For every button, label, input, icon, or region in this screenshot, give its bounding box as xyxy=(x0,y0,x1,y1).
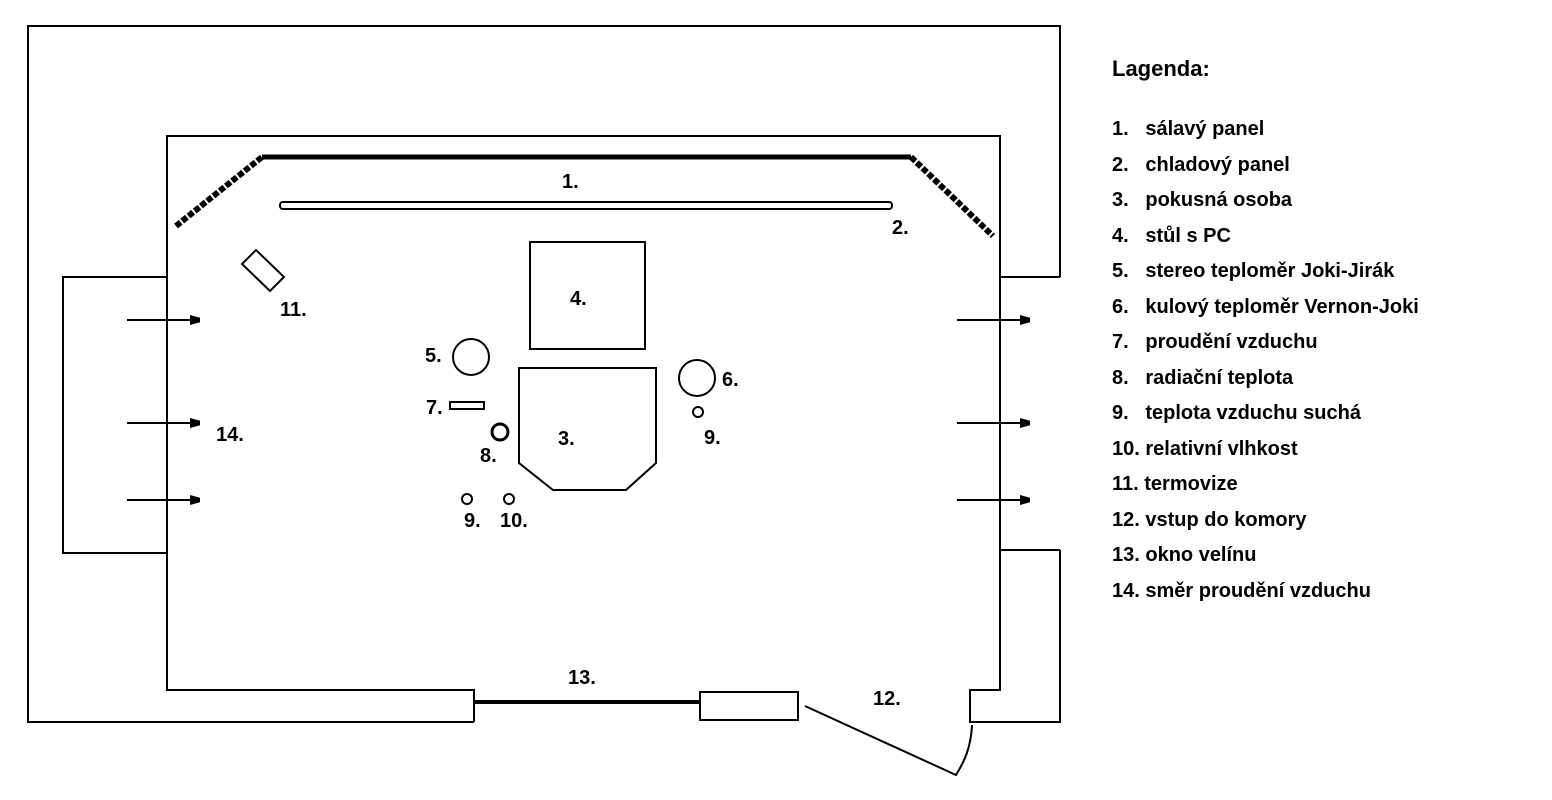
label-1: 1. xyxy=(562,171,579,193)
legend-item: 13. okno velínu xyxy=(1112,544,1257,566)
label-2: 2. xyxy=(892,217,909,239)
right-duct xyxy=(1000,276,1060,551)
table-with-pc xyxy=(529,241,646,350)
legend-item: 6. kulový teploměr Vernon-Joki xyxy=(1112,295,1419,318)
label-6: 6. xyxy=(722,369,739,391)
legend-list: 1. sálavý panel 2. chladový panel 3. pokus… xyxy=(1112,112,1542,609)
radiant-panel-right-wing xyxy=(908,154,996,239)
legend-item: 12. vstup do komory xyxy=(1112,508,1307,531)
outer-wall-bottom-right xyxy=(1016,550,1061,723)
chamber-wall xyxy=(166,135,1016,723)
label-7: 7. xyxy=(426,397,443,419)
air-flow-sensor xyxy=(449,401,485,410)
legend-item: 3. pokusná osoba xyxy=(1112,189,1293,211)
radiant-panel-left-wing xyxy=(174,154,264,229)
cooling-panel xyxy=(279,201,893,210)
humidity-sensor xyxy=(503,493,515,505)
radiant-temperature-sensor xyxy=(490,422,510,442)
globe-thermometer xyxy=(678,359,716,397)
legend-title: Lagenda: xyxy=(1112,56,1210,81)
legend-item: 2. chladový panel xyxy=(1112,153,1290,176)
label-4: 4. xyxy=(570,288,587,310)
test-person xyxy=(518,367,657,491)
left-duct xyxy=(62,276,167,554)
label-9a: 9. xyxy=(704,427,721,449)
legend: Lagenda: 1. sálavý panel 2. chladový pane… xyxy=(1112,56,1542,609)
label-11: 11. xyxy=(280,299,307,321)
dry-air-temperature-sensor-2 xyxy=(461,493,473,505)
legend-item: 8. radiační teplota xyxy=(1112,366,1294,389)
legend-item: 11. termovize xyxy=(1112,473,1238,495)
outer-wall xyxy=(27,25,1061,723)
label-10: 10. xyxy=(500,510,528,532)
legend-item: 9. teplota vzduchu suchá xyxy=(1112,402,1361,424)
stereo-thermometer xyxy=(452,338,490,376)
legend-item: 7. proudění vzduchu xyxy=(1112,331,1318,353)
label-12: 12. xyxy=(873,688,901,710)
entrance-door xyxy=(804,705,973,777)
label-14: 14. xyxy=(216,424,244,446)
label-5: 5. xyxy=(425,345,442,367)
dry-air-temperature-sensor xyxy=(692,406,704,418)
label-13: 13. xyxy=(568,667,596,689)
door-frame xyxy=(699,691,799,721)
label-8: 8. xyxy=(480,445,497,467)
thermal-camera xyxy=(240,248,286,293)
legend-item: 14. směr proudění vzduchu xyxy=(1112,579,1371,602)
label-9b: 9. xyxy=(464,510,481,532)
legend-item: 5. stereo teploměr Joki-Jirák xyxy=(1112,260,1395,282)
label-3: 3. xyxy=(558,428,575,450)
legend-item: 1. sálavý panel xyxy=(1112,118,1265,140)
legend-item: 10. relativní vlhkost xyxy=(1112,437,1298,460)
legend-item: 4. stůl s PC xyxy=(1112,224,1231,247)
